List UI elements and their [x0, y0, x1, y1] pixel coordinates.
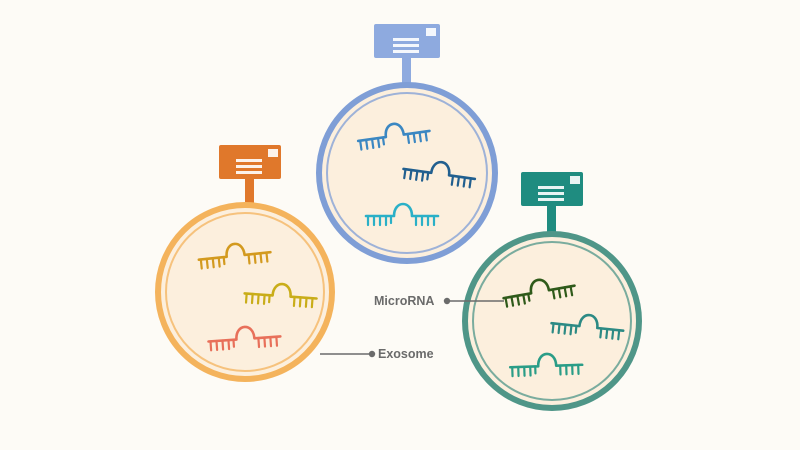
- blue-tag-stem: [402, 58, 411, 86]
- teal-tag-line-1: [538, 186, 564, 189]
- exosome-leader-dot: [368, 350, 376, 358]
- blue-exosome: [316, 24, 498, 264]
- blue-exosome-membrane-outer: [316, 82, 498, 264]
- blue-exosome-membrane-inner: [326, 92, 488, 254]
- orange-tag-line-2: [236, 165, 262, 168]
- exosome-label: Exosome: [378, 347, 434, 361]
- teal-tag-line-2: [538, 192, 564, 195]
- teal-exosome-membrane-inner: [472, 241, 632, 401]
- orange-exosome: [155, 145, 335, 382]
- blue-tag-line-2: [393, 44, 419, 47]
- orange-tag-stamp-icon: [268, 149, 278, 157]
- blue-tag-stamp-icon: [426, 28, 436, 36]
- teal-tag-stem: [547, 206, 556, 233]
- microrna-callout: MicroRNA: [374, 294, 504, 308]
- orange-tag-stem: [245, 179, 254, 205]
- teal-tag-stamp-icon: [570, 176, 580, 184]
- orange-exosome-membrane-outer: [155, 202, 335, 382]
- blue-envelope-tag: [374, 24, 440, 86]
- orange-tag-line-1: [236, 159, 262, 162]
- blue-tag-line-1: [393, 38, 419, 41]
- teal-exosome: [462, 172, 642, 411]
- orange-envelope-tag: [219, 145, 281, 205]
- orange-tag-line-3: [236, 171, 262, 174]
- blue-tag-line-3: [393, 50, 419, 53]
- exosome-callout: Exosome: [320, 347, 434, 361]
- teal-tag-line-3: [538, 198, 564, 201]
- microrna-label: MicroRNA: [374, 294, 434, 308]
- microrna-leader-dot: [443, 297, 451, 305]
- teal-envelope-tag: [521, 172, 583, 233]
- orange-exosome-membrane-inner: [165, 212, 325, 372]
- teal-exosome-membrane-outer: [462, 231, 642, 411]
